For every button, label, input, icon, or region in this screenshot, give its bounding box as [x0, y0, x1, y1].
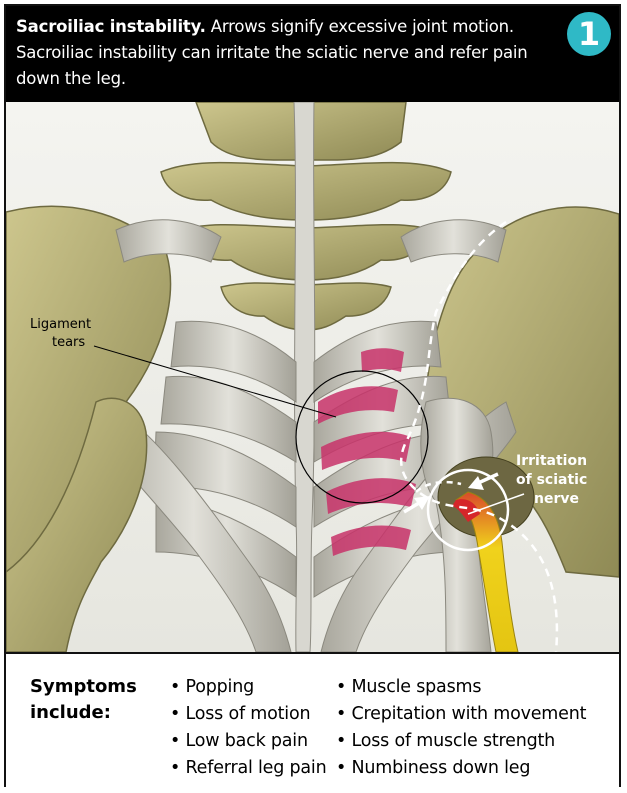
inflamed-nerve-root [452, 499, 480, 522]
symptoms-list-right: Muscle spasms Crepitation with movement … [336, 674, 587, 782]
symptoms-list-left: Popping Loss of motion Low back pain Ref… [170, 674, 327, 782]
caption-text: Sacroiliac instability. Arrows signify e… [16, 14, 576, 92]
symptom-item: Muscle spasms [336, 674, 586, 701]
iliolumbar-ligament-right [400, 219, 507, 263]
left-ischium-bone [6, 397, 148, 652]
symptom-item: Crepitation with movement [336, 701, 587, 728]
supraspinous-ligament [293, 102, 316, 652]
symptom-item: Referral leg pain [170, 755, 327, 782]
iliolumbar-ligament-left [115, 219, 222, 263]
ligament-tears-leader [93, 345, 337, 418]
figure-number-badge: 1 [567, 12, 611, 56]
sacroiliac-illustration: Ligament tears Irritation of sciatic ner… [6, 102, 619, 652]
sciatic-nerve [455, 491, 519, 652]
sciatic-irritation-circle [426, 468, 510, 552]
symptom-item: Low back pain [170, 728, 326, 755]
ligament-tears-label-line1: Ligament [30, 317, 91, 332]
irritation-label-line1: Irritation [516, 453, 587, 469]
symptoms-heading-line1: Symptoms [30, 676, 137, 697]
symptoms-heading: Symptoms include: [30, 674, 150, 726]
caption-header: Sacroiliac instability. Arrows signify e… [6, 6, 619, 102]
dashed-joint-path [415, 480, 462, 493]
symptom-item: Loss of muscle strength [336, 728, 586, 755]
irritation-label-line2: of sciatic [516, 472, 587, 488]
caption-description: Arrows signify excessive joint motion. S… [16, 17, 528, 88]
symptoms-heading-line2: include: [30, 702, 111, 723]
sacroiliac-joint-circle [295, 370, 429, 504]
motion-arrow-left [403, 496, 430, 514]
motion-arrow-right [468, 472, 499, 490]
ligament-tears-label-line2: tears [52, 335, 85, 350]
figure-frame: Sacroiliac instability. Arrows signify e… [4, 4, 621, 787]
symptom-item: Popping [170, 674, 326, 701]
dashed-nerve-path [399, 220, 559, 652]
caption-title: Sacroiliac instability. [16, 17, 206, 36]
symptom-item: Numbiness down leg [336, 755, 586, 782]
anatomy-svg: Ligament tears Irritation of sciatic ner… [6, 102, 619, 652]
symptom-item: Loss of motion [170, 701, 326, 728]
irritation-leader [467, 493, 525, 515]
irritation-label-line3: nerve [534, 491, 579, 507]
symptoms-panel: Symptoms include: Popping Loss of motion… [6, 652, 619, 787]
ligament-tears [318, 348, 416, 556]
